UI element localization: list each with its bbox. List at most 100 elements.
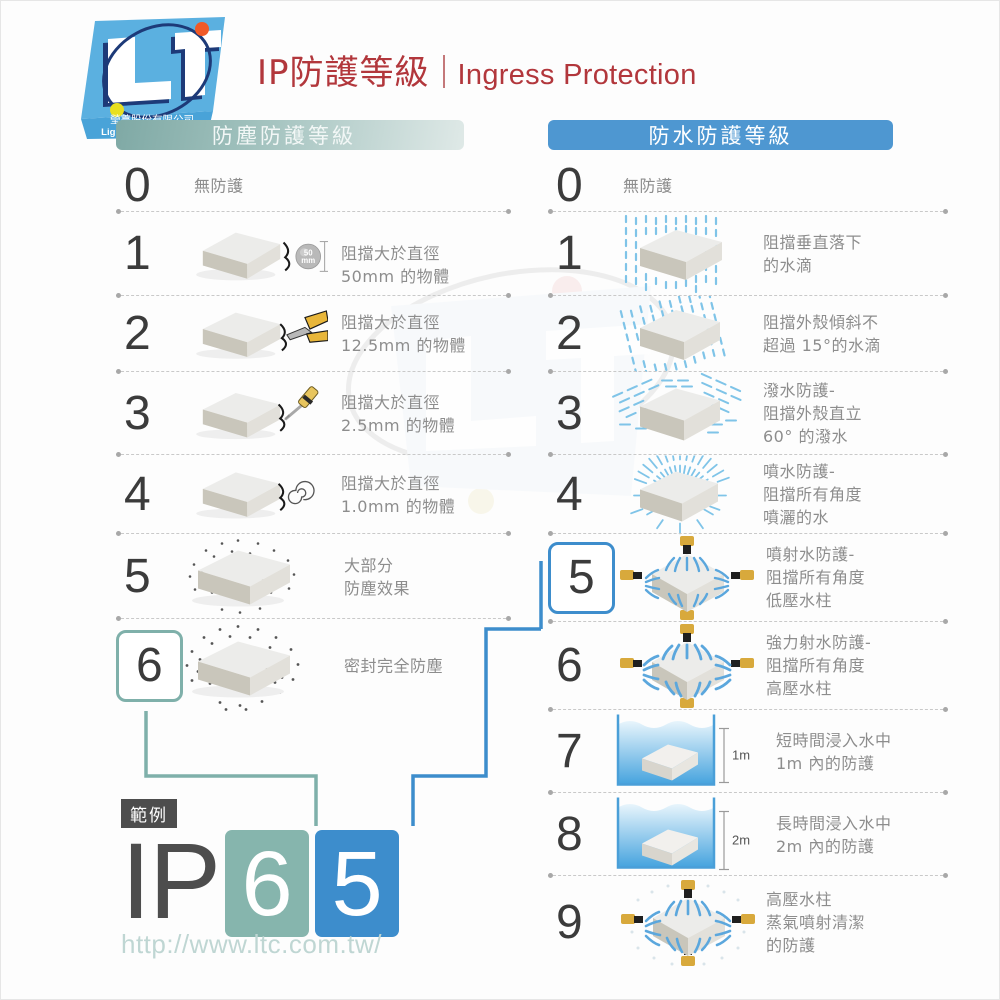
water-digit-3: 3 [556,386,583,440]
water-level-list: 0 無防護 1 [548,159,948,970]
row-divider [548,619,948,624]
water-digit-0: 0 [556,158,583,212]
box-tilted-drip-icon [619,296,726,372]
row-divider [116,209,511,214]
ip-code: IP 6 5 [121,820,400,941]
row-divider [548,707,948,712]
example-tag: 範例 [121,799,177,828]
box-vertical-drip-icon [624,214,722,294]
dust-row-2: 2 阻擋大於直徑 12.5mm 的物體 [116,296,511,374]
water-desc-6: 強力射水防護- 阻擋所有角度 高壓水柱 [766,633,872,699]
row-divider [116,369,511,374]
box-with-screwdriver-icon [196,385,319,439]
dust-desc-5: 大部分 防塵效果 [344,555,411,598]
dust-desc-2: 阻擋大於直徑 12.5mm 的物體 [341,312,466,355]
water-row-7: 7 1m 短時間浸入水中 1m 內的防護 [548,710,948,795]
example-block: 範例 IP 6 5 [121,799,400,941]
dust-row-6[interactable]: 6 [116,619,511,712]
water-desc-9: 高壓水柱 蒸氣噴射清潔 的防護 [766,890,866,956]
dust-section-header: 防塵防護等級 [116,120,464,150]
water-desc-3: 潑水防護- 阻擋外殼直立 60° 的潑水 [763,380,863,447]
box-immersion-1m-icon: 1m [616,714,750,786]
water-desc-2: 阻擋外殼傾斜不 超過 15°的水滴 [763,312,881,355]
box-spray-60deg-icon [612,372,742,440]
ip-prefix: IP [121,820,221,941]
row-divider [548,790,948,795]
row-divider [116,293,511,298]
dust-row-1: 1 50 mm 阻擋大於直徑 50mm 的物體 [116,212,511,298]
depth-label-1m: 1m [732,747,750,762]
dust-digit-1: 1 [124,227,151,280]
ball-label-unit: mm [301,256,315,265]
water-digit-4: 4 [556,467,583,521]
water-digit-9: 9 [556,896,583,949]
row-divider [548,531,948,536]
dust-digit-2: 2 [124,307,151,360]
water-row-3: 3 [548,372,948,457]
box-steam-jet-icon [621,880,755,966]
row-divider [116,452,511,457]
water-desc-5: 噴射水防護- 阻擋所有角度 低壓水柱 [766,545,866,611]
title-zh: IP防護等級 [257,53,430,93]
water-row-4: 4 [548,455,948,536]
dust-desc-0: 無防護 [194,175,244,195]
box-spray-all-angles-icon [630,455,730,534]
dust-digit-4: 4 [124,467,151,521]
ip-dust-digit[interactable]: 6 [225,830,310,937]
box-immersion-2m-icon: 2m [616,797,750,870]
water-row-9: 9 [548,876,948,970]
water-section-header: 防水防護等級 [548,120,893,150]
dust-desc-1: 阻擋大於直徑 50mm 的物體 [341,244,450,287]
water-row-5[interactable]: 5 [548,534,948,624]
water-digit-8: 8 [556,807,583,861]
water-row-0: 0 無防護 [548,158,948,214]
dust-desc-3: 阻擋大於直徑 2.5mm 的物體 [341,392,456,435]
dust-level-list: 0 無防護 1 50 mm 阻擋大於直徑 50mm 的物體 [116,159,511,712]
box-with-full-dust-icon [185,624,300,711]
dust-row-5: 5 大部分 [116,534,511,621]
dust-row-4: 4 阻擋大於直徑 1.0mm 的物體 [116,455,511,536]
water-digit-2: 2 [556,307,583,360]
water-digit-7: 7 [556,724,583,778]
water-row-8: 8 2m 長時間浸入水中 2m 內的防護 [548,793,948,878]
water-desc-8: 長時間浸入水中 2m 內的防護 [776,813,892,856]
water-desc-1: 阻擋垂直落下 的水滴 [763,232,863,275]
row-divider [548,873,948,878]
water-row-6: 6 [548,622,948,712]
ball-label-value: 50 [304,249,313,258]
box-with-partial-dust-icon [188,538,296,614]
footer-url[interactable]: http://www.ltc.com.tw/ [121,929,382,959]
row-divider [548,293,948,298]
page-title: IP防護等級 Ingress Protection [257,45,697,94]
depth-label-2m: 2m [732,832,750,847]
title-divider [442,55,445,88]
water-desc-4: 噴水防護- 阻擋所有角度 噴灑的水 [763,461,863,528]
dust-digit-5: 5 [124,549,151,603]
dust-row-3: 3 阻擋大於直徑 2.5mm 的物體 [116,372,511,457]
row-divider [116,531,511,536]
water-row-1: 1 [548,212,948,298]
row-divider [548,209,948,214]
row-divider [116,616,511,621]
box-with-pliers-icon [196,310,328,359]
row-divider [548,369,948,374]
water-desc-7: 短時間浸入水中 1m 內的防護 [776,730,892,773]
box-high-pressure-jet-icon [620,624,754,708]
dust-row-0: 0 無防護 [116,158,511,214]
water-digit-1: 1 [556,227,583,280]
box-with-50mm-ball-icon: 50 mm [196,232,328,281]
ip-water-digit[interactable]: 5 [315,830,400,937]
water-digit-5-highlight[interactable]: 5 [548,542,615,614]
dust-digit-6-highlight[interactable]: 6 [116,629,183,702]
dust-desc-6: 密封完全防塵 [344,655,444,675]
dust-digit-3: 3 [124,386,151,440]
dust-digit-0: 0 [124,158,151,212]
dust-desc-4: 阻擋大於直徑 1.0mm 的物體 [341,473,456,516]
box-low-pressure-jet-icon [620,536,754,620]
box-with-wire-icon [196,471,315,518]
water-digit-6: 6 [556,639,583,692]
water-desc-0: 無防護 [623,175,673,195]
row-divider [548,452,948,457]
title-en: Ingress Protection [457,59,697,91]
